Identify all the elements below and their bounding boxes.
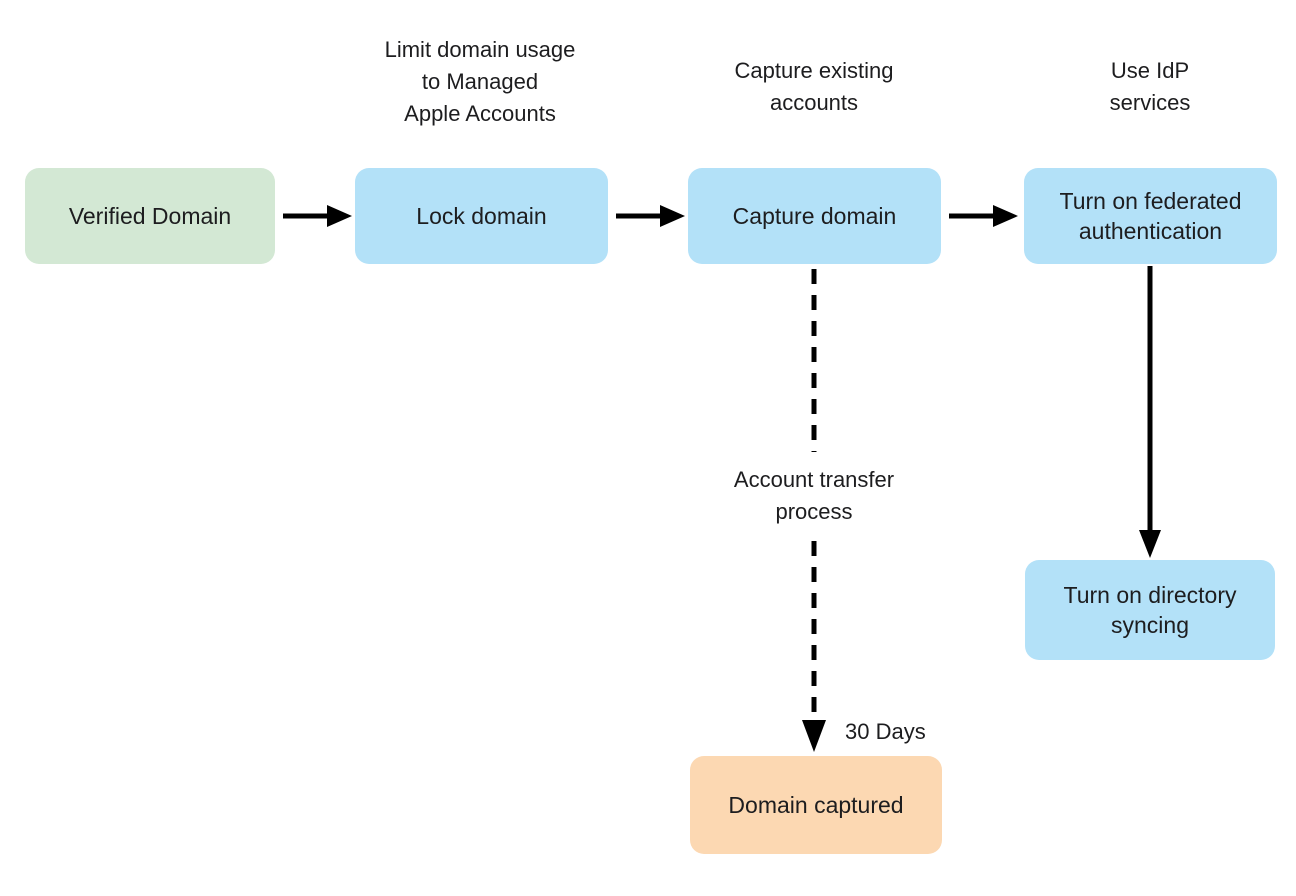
node-capture-domain: Capture domain [688, 168, 941, 264]
node-lock-domain: Lock domain [355, 168, 608, 264]
arrow-verified-to-lock [283, 205, 352, 227]
arrowhead-down-icon [1139, 530, 1161, 558]
arrow-capture-to-federated [949, 205, 1018, 227]
arrowhead-right-icon [993, 205, 1018, 227]
note-use-idp-services: Use IdP services [1109, 58, 1191, 115]
arrowhead-down-icon [802, 720, 826, 752]
note-limit-domain-usage: Limit domain usage to Managed Apple Acco… [384, 37, 576, 126]
arrowhead-right-icon [327, 205, 352, 227]
arrowhead-right-icon [660, 205, 685, 227]
note-30-days: 30 Days [845, 719, 926, 744]
arrow-lock-to-capture [616, 205, 685, 227]
node-turn-on-directory-syncing: Turn on directory syncing [1025, 560, 1275, 660]
node-verified-domain: Verified Domain [25, 168, 275, 264]
note-account-transfer-process: Account transfer process [733, 467, 895, 524]
arrow-federated-to-directory [1139, 266, 1161, 558]
note-capture-existing-accounts: Capture existing accounts [734, 58, 894, 115]
node-turn-on-federated-authentication: Turn on federated authentication [1024, 168, 1277, 264]
node-domain-captured: Domain captured [690, 756, 942, 854]
